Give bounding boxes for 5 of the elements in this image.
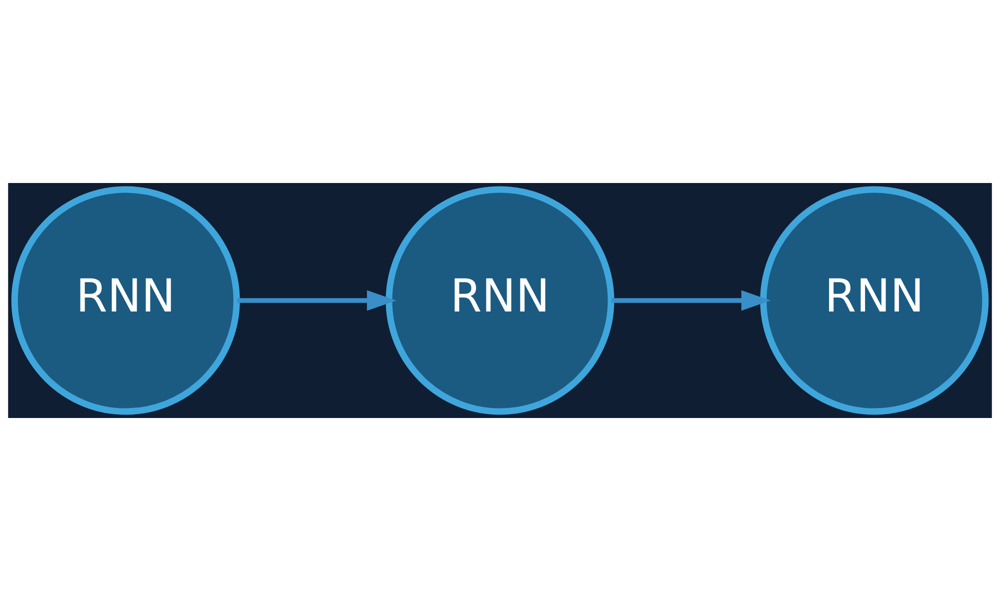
arrow [611, 290, 771, 310]
node-circle: RNN [386, 186, 614, 414]
node-circle: RNN [760, 186, 989, 414]
arrow [237, 290, 396, 310]
node-circle: RNN [11, 186, 240, 414]
